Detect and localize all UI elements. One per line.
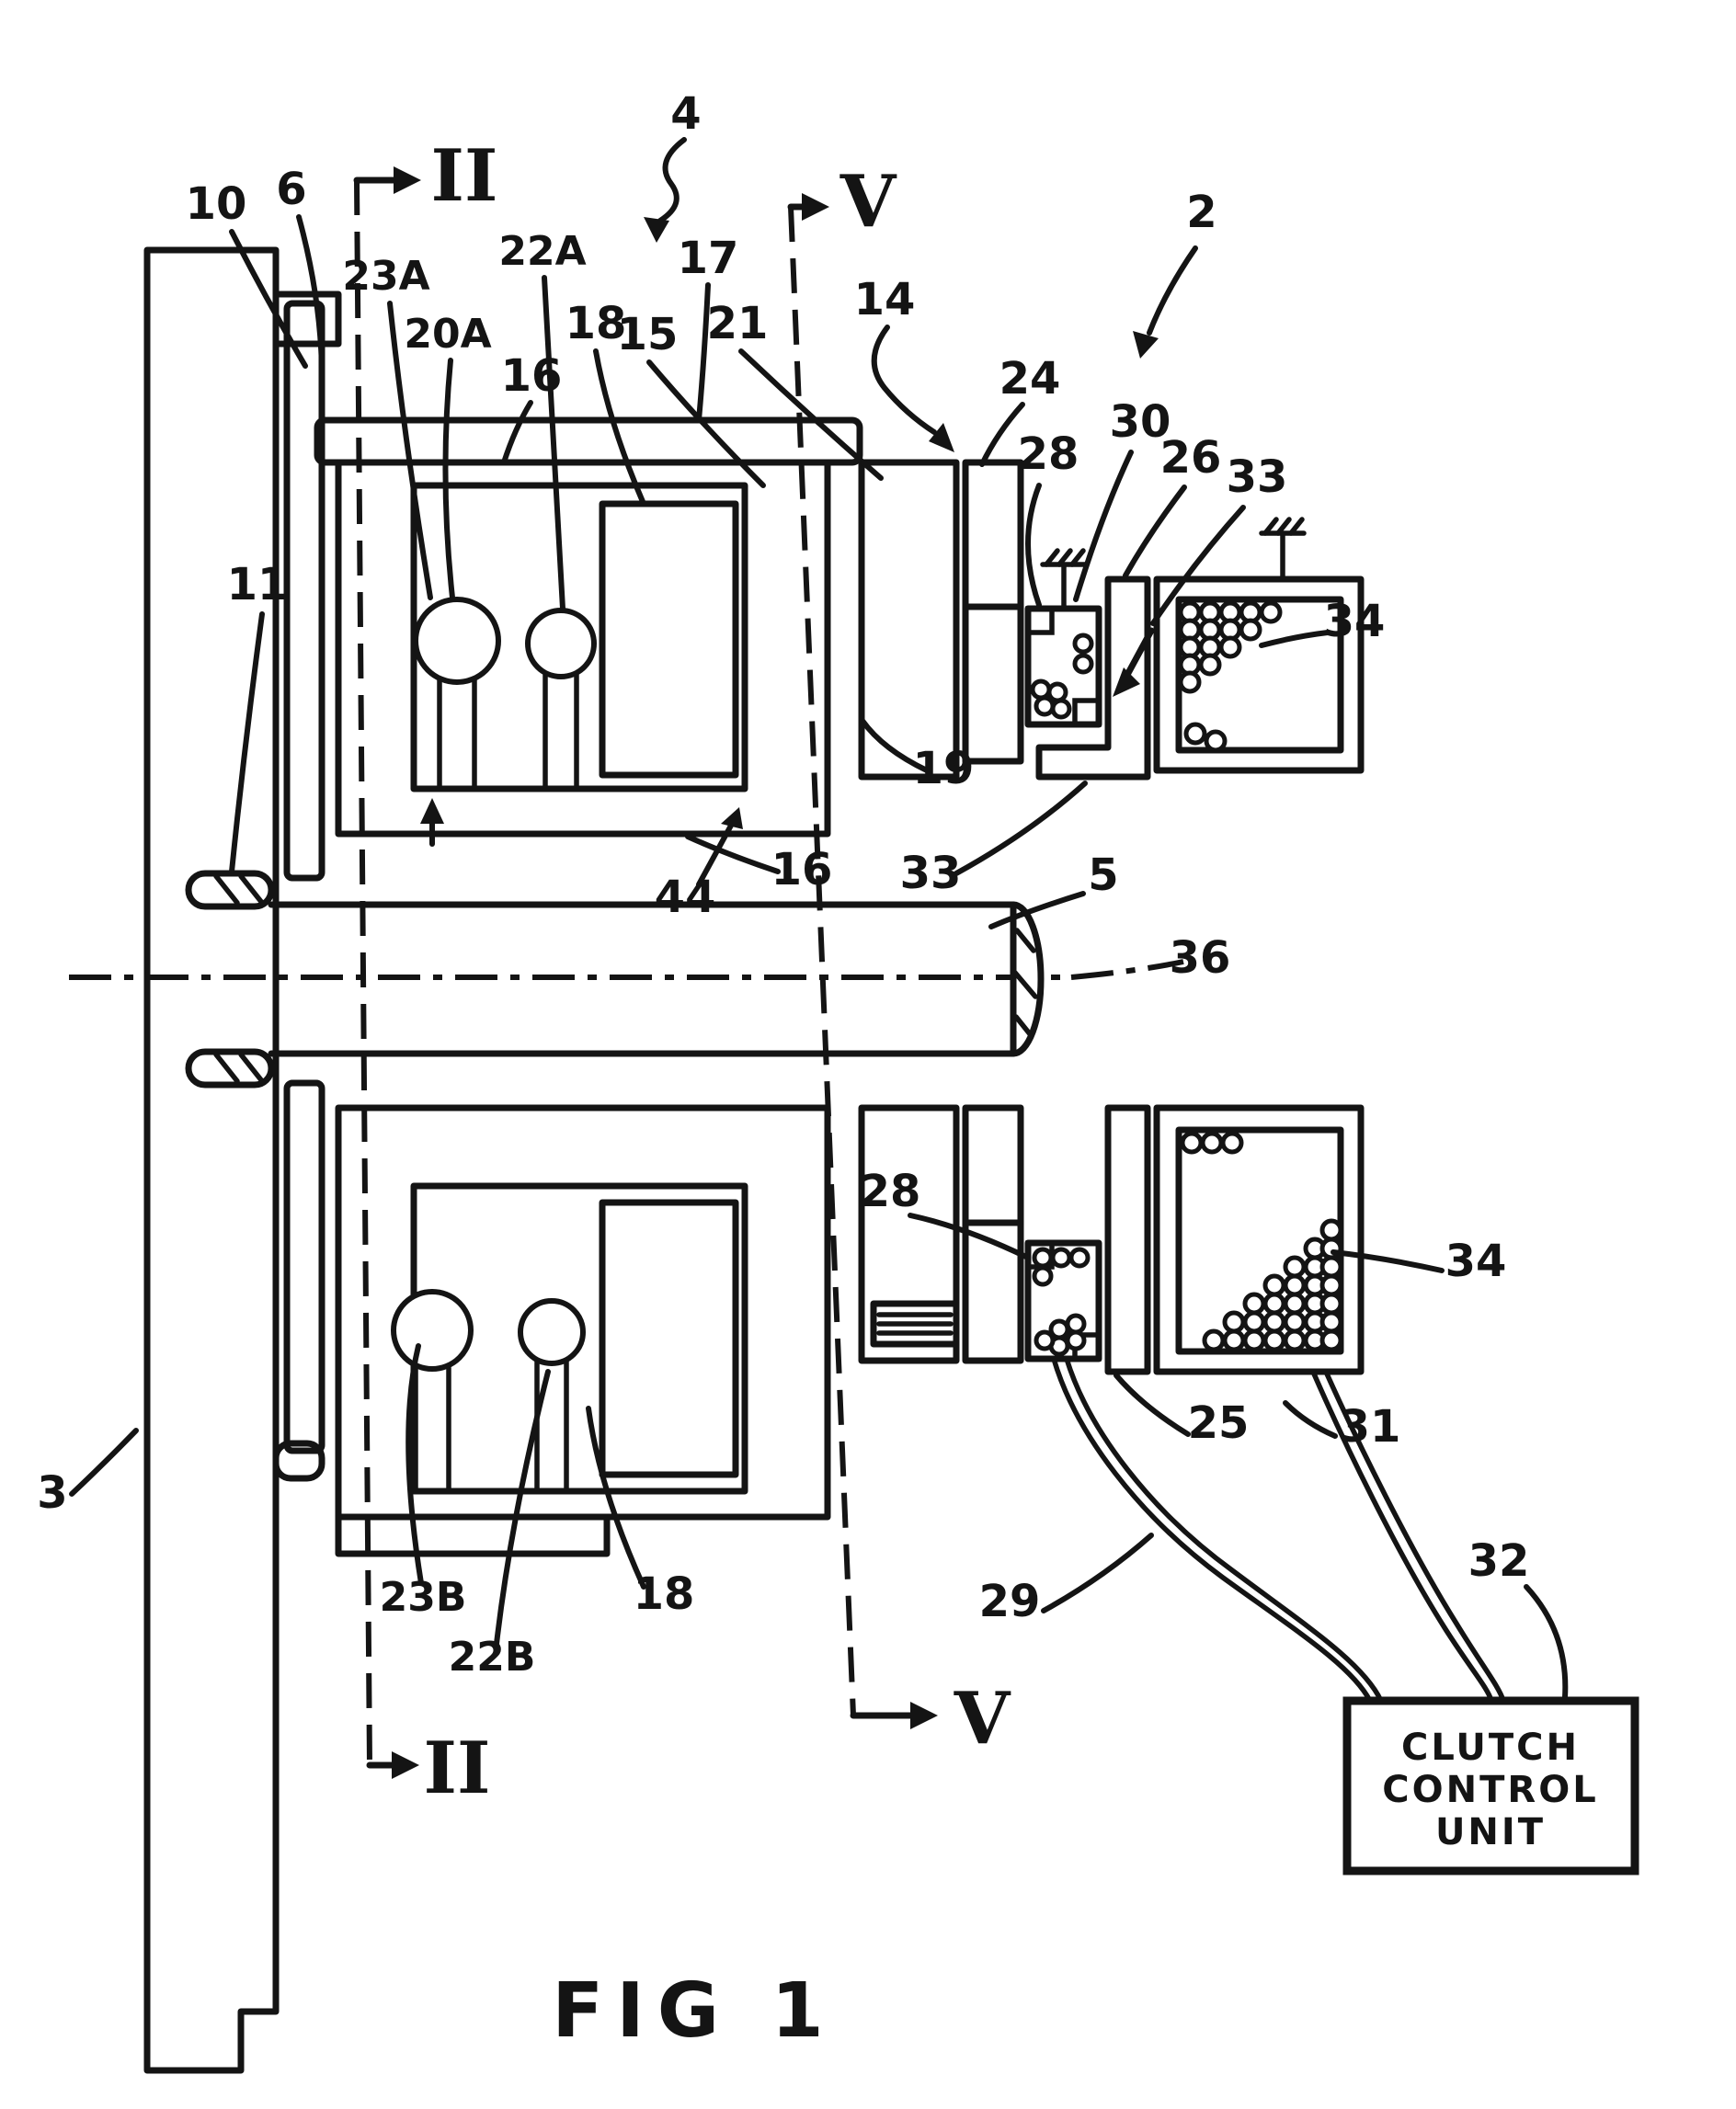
section-line-V xyxy=(787,193,938,1729)
arrow-2-icon xyxy=(1133,331,1159,359)
rotor-upper xyxy=(314,416,863,838)
release-arrow-icon xyxy=(1113,667,1140,697)
ref-label-31: 31 xyxy=(1340,1401,1401,1453)
ref-label-30: 30 xyxy=(1110,396,1171,448)
ref-label-22B: 22B xyxy=(449,1634,536,1681)
ground-symbol-left xyxy=(1040,548,1088,611)
ref-label-14: 14 xyxy=(854,274,916,325)
ccu-line1: CLUTCH xyxy=(1401,1727,1580,1769)
ref-label-28: 28 xyxy=(1018,428,1079,480)
hub-flange-lower xyxy=(185,1048,275,1089)
coil-box-upper-19-28 xyxy=(1024,605,1102,728)
ref-label-10: 10 xyxy=(186,178,247,230)
ball-22A xyxy=(413,597,501,685)
section-label-II: II xyxy=(424,1727,491,1810)
ball-22B xyxy=(391,1289,474,1372)
section-line-II xyxy=(353,166,421,1779)
ref-label-34: 34 xyxy=(1324,596,1386,647)
ball-20B xyxy=(518,1298,586,1366)
rotor-lower xyxy=(335,1104,831,1557)
ref-label-18: 18 xyxy=(565,298,627,349)
leader-lines xyxy=(69,137,1569,1700)
ref-label-16: 16 xyxy=(501,350,563,402)
ref-label-19: 19 xyxy=(913,743,975,794)
section-label-V: V xyxy=(954,1677,1011,1761)
disc-foot xyxy=(272,1440,326,1482)
ref-label-16: 16 xyxy=(771,844,833,895)
coil-housing-upper-33 xyxy=(1153,576,1365,774)
section-arrow-icon xyxy=(392,1751,419,1779)
arrow-14-icon xyxy=(929,423,954,452)
ref-label-6: 6 xyxy=(276,164,306,215)
coil-housing-lower xyxy=(1153,1104,1365,1375)
ref-label-44: 44 xyxy=(655,872,716,923)
ref-label-32: 32 xyxy=(1468,1535,1530,1587)
rotor-lower-lip xyxy=(335,1513,611,1557)
ref-label-33: 33 xyxy=(1227,451,1288,503)
arrow-44-icon xyxy=(721,807,743,829)
clutch-control-unit: CLUTCH CONTROL UNIT xyxy=(1342,1696,1639,1875)
ref-label-34: 34 xyxy=(1445,1236,1507,1287)
shaft-center-line xyxy=(69,959,1184,980)
ref-label-20A: 20A xyxy=(404,311,491,358)
armature-upper-21 xyxy=(858,459,960,781)
section-marker-labels: II V II V xyxy=(424,134,1011,1810)
ref-label-18: 18 xyxy=(634,1568,695,1620)
ref-label-17: 17 xyxy=(678,233,739,284)
arrow-4-icon xyxy=(644,217,669,243)
ball-pack-upper-34 xyxy=(1178,600,1283,753)
figure-caption: FIG 1 xyxy=(552,1967,836,2055)
bracket-upper-26-30 xyxy=(1035,576,1155,781)
ref-label-23A: 23A xyxy=(342,253,429,300)
bracket-lower xyxy=(1104,1104,1151,1375)
coil-core-lower-18 xyxy=(599,1199,739,1478)
ref-label-24: 24 xyxy=(999,353,1061,405)
ref-label-3: 3 xyxy=(37,1467,67,1519)
coil-box-lower-28 xyxy=(1024,1239,1102,1362)
section-label-II: II xyxy=(431,134,498,218)
ref-label-36: 36 xyxy=(1170,932,1231,984)
ccu-line3: UNIT xyxy=(1435,1811,1546,1853)
ref-label-28: 28 xyxy=(860,1166,921,1217)
ref-label-23B: 23B xyxy=(380,1574,467,1621)
ref-label-33: 33 xyxy=(900,848,962,899)
ref-label-2: 2 xyxy=(1186,187,1216,238)
ground-symbol-right xyxy=(1259,517,1307,582)
ref-label-21: 21 xyxy=(707,298,769,349)
ref-label-11: 11 xyxy=(227,559,289,610)
ball-pack-lower-34 xyxy=(1180,1131,1343,1352)
ref-label-29: 29 xyxy=(979,1576,1041,1627)
ball-20A xyxy=(525,608,597,679)
section-arrow-icon xyxy=(394,166,421,194)
coil-core-upper-18 xyxy=(599,500,739,779)
ref-label-5: 5 xyxy=(1088,849,1118,901)
ref-label-22A: 22A xyxy=(498,228,586,275)
arrow-up-icon xyxy=(420,798,444,824)
section-arrow-icon xyxy=(802,193,829,221)
armature-lower xyxy=(858,1104,960,1364)
ref-label-25: 25 xyxy=(1188,1397,1250,1449)
coil-wires xyxy=(1051,1356,1506,1704)
shaft xyxy=(268,901,1045,1057)
section-arrow-icon xyxy=(910,1702,938,1729)
ref-label-26: 26 xyxy=(1160,432,1222,484)
rotor-upper-rim xyxy=(314,416,863,466)
ccu-line2: CONTROL xyxy=(1382,1769,1598,1811)
rotor-upper-body xyxy=(335,459,831,838)
spacer-lower-25 xyxy=(962,1104,1024,1364)
section-label-V: V xyxy=(839,160,897,244)
flywheel xyxy=(143,246,342,2074)
ref-label-4: 4 xyxy=(670,88,701,140)
ref-label-15: 15 xyxy=(617,309,679,360)
spacer-upper-24 xyxy=(962,459,1024,765)
driven-disc xyxy=(185,300,326,1482)
